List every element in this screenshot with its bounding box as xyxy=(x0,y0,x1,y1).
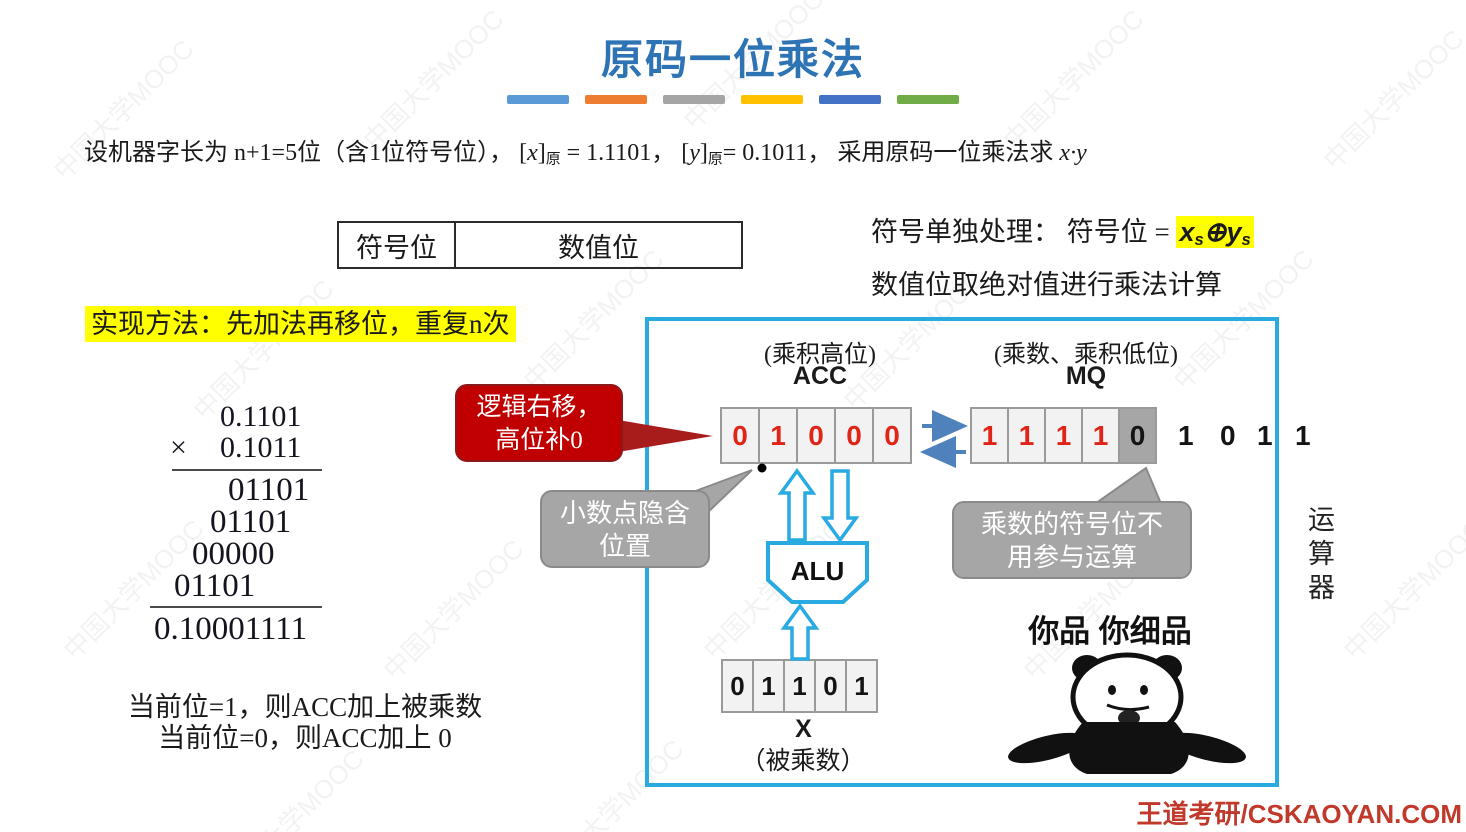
sign-rule-highlight: xs⊕ys xyxy=(1176,216,1254,250)
subscript-s: s xyxy=(1194,230,1204,250)
times-sign: × xyxy=(170,431,187,464)
subscript-yuan: 原 xyxy=(707,151,723,168)
problem-text: 设机器字长为 n+1=5位（含1位符号位）， [ xyxy=(84,140,528,166)
var-y: y xyxy=(689,140,700,166)
pending-multiplier-bit: 1 xyxy=(1178,420,1194,451)
method-text: 实现方法：先加法再移位，重复n次 xyxy=(85,306,516,342)
partial-product-4: 01101 xyxy=(174,568,256,604)
decimal-point-callout: 小数点隐含位置 xyxy=(540,490,710,568)
xor-symbol: ⊕ xyxy=(1203,217,1227,247)
divider-bar xyxy=(507,95,569,104)
problem-statement: 设机器字长为 n+1=5位（含1位符号位）， [x]原 = 1.1101， [y… xyxy=(84,132,1444,169)
divider-bar xyxy=(585,95,647,104)
title-divider-bars xyxy=(0,95,1466,104)
x-register: 0 1 1 0 1 xyxy=(721,659,878,713)
x-bit: 1 xyxy=(783,659,816,713)
rule-bit1: 当前位=1，则ACC加上被乘数 xyxy=(127,692,483,722)
var-x: x xyxy=(527,140,538,166)
acc-to-alu-arrow xyxy=(820,469,860,543)
x-to-alu-arrow xyxy=(780,603,820,661)
subscript-s: s xyxy=(1241,230,1251,250)
mq-name: MQ xyxy=(1065,362,1107,390)
arithmetic-unit-label: 运算器 xyxy=(1304,505,1334,607)
multiplication-rule-line xyxy=(172,469,322,471)
x-bit: 0 xyxy=(814,659,847,713)
mq-bit: 1 xyxy=(1007,407,1046,464)
sign-rule-line1: 符号单独处理： 符号位 = xs⊕ys xyxy=(871,210,1254,250)
meme-caption: 你品 你细品 xyxy=(1028,614,1192,649)
problem-text: = 0.1011， 采用原码一位乘法求 xyxy=(722,140,1060,166)
current-bit-rules: 当前位=1，则ACC加上被乘数 当前位=0，则ACC加上 0 xyxy=(95,692,515,754)
pending-multiplier-bit: 1 xyxy=(1295,420,1311,451)
pending-multiplier-bit: 0 xyxy=(1220,420,1236,451)
multiplier-value: 0.1011 xyxy=(220,431,302,464)
acc-note: (乘积高位) xyxy=(764,342,876,368)
acc-bit: 0 xyxy=(872,407,912,464)
x-bit: 0 xyxy=(721,659,754,713)
mq-bit: 1 xyxy=(1044,407,1083,464)
multiplier-sign-callout: 乘数的符号位不用参与运算 xyxy=(952,501,1192,579)
mq-sign-bit: 0 xyxy=(1118,407,1157,464)
divider-bar xyxy=(897,95,959,104)
mq-bit: 1 xyxy=(1081,407,1120,464)
acc-register: 0 1 0 0 0 xyxy=(720,407,912,464)
table-cell-sign: 符号位 xyxy=(339,223,456,267)
bracket: ] xyxy=(537,140,546,166)
sign-rule-line2: 数值位取绝对值进行乘法计算 xyxy=(871,270,1222,300)
bracket: ] xyxy=(699,140,708,166)
sign-rule-prefix: 符号单独处理： 符号位 = xyxy=(871,217,1177,247)
divider-bar xyxy=(741,95,803,104)
table-cell-value: 数值位 xyxy=(558,232,639,263)
var-y: y xyxy=(1226,217,1242,247)
sign-value-table: 符号位 数值位 xyxy=(337,221,743,269)
acc-bit: 0 xyxy=(834,407,874,464)
var-xy: x·y xyxy=(1059,140,1087,166)
multiplication-result-line xyxy=(150,606,322,608)
divider-bar xyxy=(663,95,725,104)
mq-bit: 1 xyxy=(970,407,1009,464)
x-name: X xyxy=(795,715,812,743)
shift-callout-tail xyxy=(618,420,713,452)
panda-meme-image xyxy=(1008,652,1246,774)
shift-callout: 逻辑右移， 高位补0 xyxy=(455,384,623,462)
subscript-yuan: 原 xyxy=(545,151,561,168)
divider-bar xyxy=(819,95,881,104)
x-note: （被乘数） xyxy=(740,748,866,775)
x-bit: 1 xyxy=(845,659,878,713)
partial-product-2: 01101 xyxy=(210,504,292,540)
product-value: 0.10001111 xyxy=(154,611,308,647)
decimal-point-dot xyxy=(757,463,767,473)
shift-callout-line2: 高位补0 xyxy=(495,427,583,454)
alu-label: ALU xyxy=(790,556,845,586)
brand-watermark: 王道考研/CSKAOYAN.COM xyxy=(1136,799,1462,829)
alu-to-acc-arrow xyxy=(777,468,817,542)
pending-multiplier-bit: 1 xyxy=(1257,420,1273,451)
partial-product-3: 00000 xyxy=(192,536,275,572)
rule-bit0: 当前位=0，则ACC加上 0 xyxy=(158,723,452,753)
partial-product-1: 01101 xyxy=(228,472,310,508)
multiplicand-value: 0.1101 xyxy=(220,400,302,433)
alu-shape xyxy=(766,541,869,604)
page-title: 原码一位乘法 xyxy=(600,38,865,84)
method-highlight: 实现方法：先加法再移位，重复n次 xyxy=(85,302,516,342)
acc-bit: 1 xyxy=(758,407,798,464)
mq-register: 1 1 1 1 0 xyxy=(970,407,1157,464)
acc-name: ACC xyxy=(792,362,848,390)
mq-note: (乘数、乘积低位) xyxy=(994,342,1178,368)
problem-text: = 1.1101， [ xyxy=(560,140,690,166)
var-x: x xyxy=(1179,217,1195,247)
shift-callout-line1: 逻辑右移， xyxy=(476,394,602,421)
